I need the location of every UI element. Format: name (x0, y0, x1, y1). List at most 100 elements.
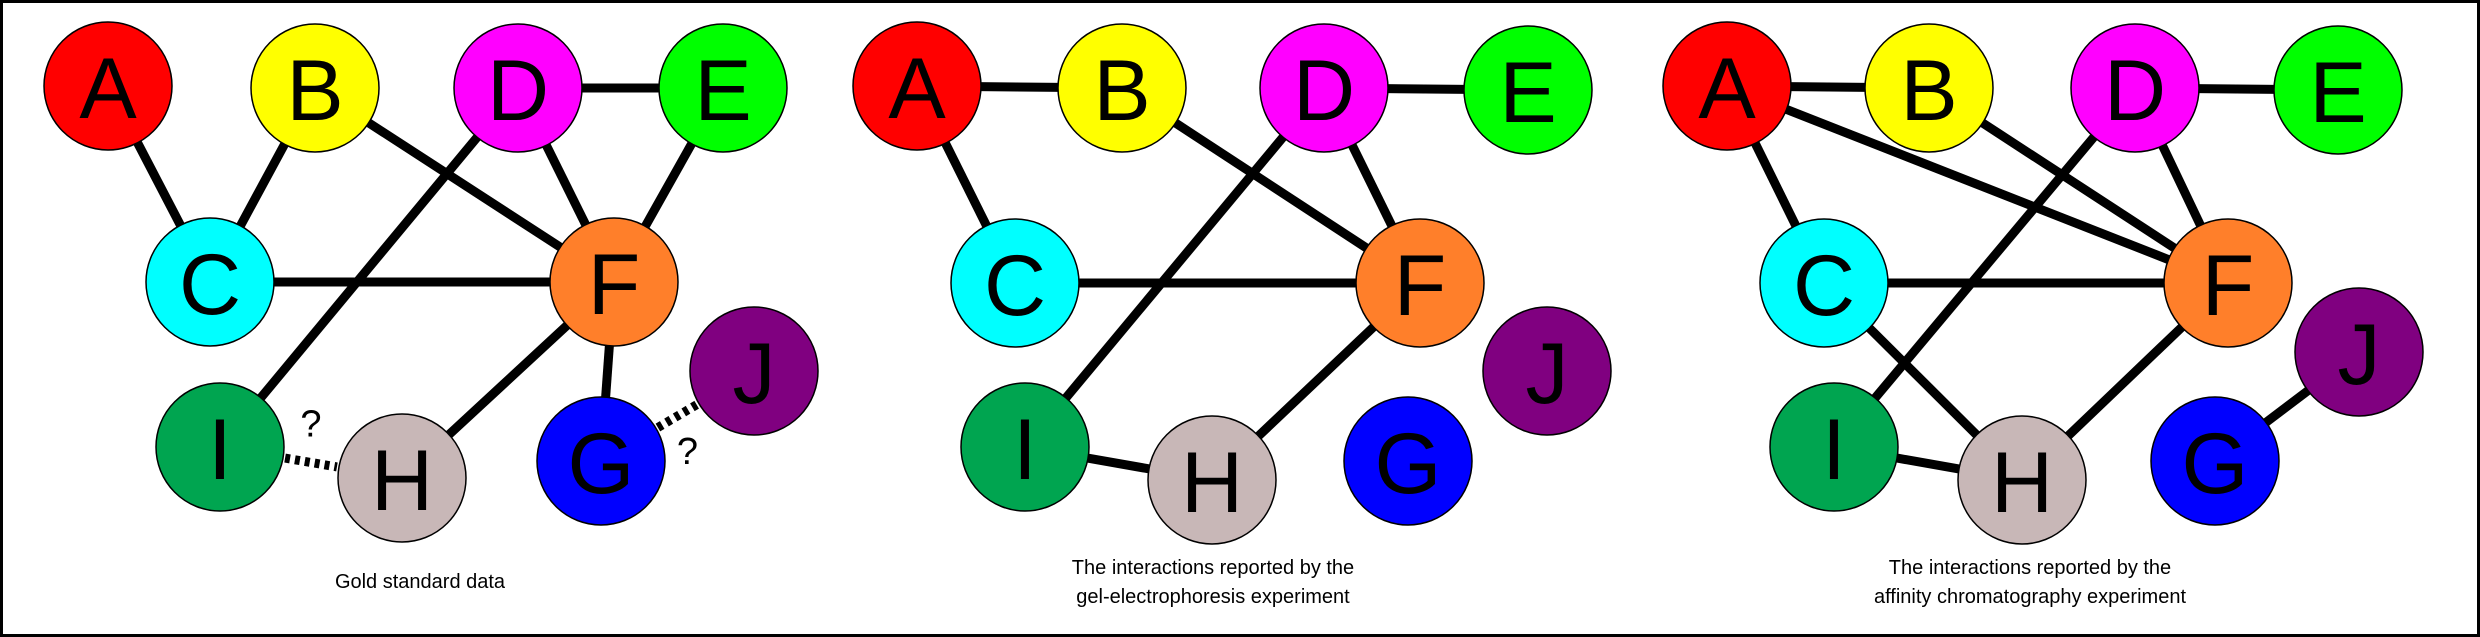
node-label: J (1526, 326, 1569, 422)
edge-C-B (235, 140, 290, 230)
node-label: F (2202, 238, 2255, 334)
node-D: D (2070, 23, 2200, 153)
node-H: H (1957, 415, 2087, 545)
node-circle (2273, 25, 2403, 155)
edge-A-F (1783, 104, 2172, 265)
edge-C-H (1864, 323, 1982, 440)
node-circle (1662, 21, 1792, 151)
node-E: E (1463, 25, 1593, 155)
edge-D-I (1061, 132, 1288, 403)
node-circle (145, 217, 275, 347)
edge-A-C (940, 139, 992, 230)
node-circle (1259, 23, 1389, 153)
node-G: G (1343, 396, 1473, 526)
node-label: H (371, 433, 433, 529)
panel-caption: affinity chromatography experiment (1874, 586, 2186, 608)
node-label: A (79, 41, 137, 137)
edge-D-F (2157, 142, 2206, 229)
node-circle (337, 413, 467, 543)
node-circle (43, 21, 173, 151)
node-circle (1759, 218, 1889, 348)
edge-F-H (444, 320, 572, 440)
node-label: D (2104, 43, 2166, 139)
node-A: A (852, 21, 982, 151)
node-I: I (960, 382, 1090, 512)
node-label: C (179, 237, 241, 333)
panel-caption: gel-electrophoresis experiment (1076, 586, 1350, 608)
node-C: C (1759, 218, 1889, 348)
edge-D-I (256, 132, 482, 403)
node-C: C (950, 218, 1080, 348)
node-label: A (1698, 41, 1756, 137)
node-C: C (145, 217, 275, 347)
node-label: C (984, 238, 1046, 334)
node-B: B (250, 23, 380, 153)
edge-G-J (2261, 385, 2313, 428)
node-label: J (733, 326, 776, 422)
node-label: G (1375, 416, 1442, 512)
node-B: B (1057, 23, 1187, 153)
node-label: E (1499, 45, 1556, 141)
node-label: I (208, 402, 232, 498)
node-I: I (1769, 382, 1899, 512)
edge-B-F (1171, 118, 1371, 253)
node-F: F (2163, 218, 2293, 348)
node-circle (852, 21, 982, 151)
node-circle (2294, 287, 2424, 417)
node-circle (1482, 306, 1612, 436)
node-circle (549, 217, 679, 347)
edge-D-E (1385, 84, 1467, 94)
uncertain-edge-I-H (284, 453, 338, 472)
edge-B-F (1978, 118, 2179, 253)
node-circle (2150, 396, 2280, 526)
node-label: B (1093, 43, 1150, 139)
node-circle (155, 382, 285, 512)
edge-B-F (364, 117, 565, 253)
node-label: I (1822, 402, 1846, 498)
edge-I-H (1894, 453, 1962, 474)
node-circle (1057, 23, 1187, 153)
uncertain-edge-label: ? (677, 431, 698, 473)
node-circle (689, 306, 819, 436)
panel-caption: The interactions reported by the (1889, 557, 2171, 579)
edge-F-G (601, 343, 614, 400)
node-D: D (453, 23, 583, 153)
node-circle (658, 23, 788, 153)
node-circle (536, 396, 666, 526)
node-circle (1147, 415, 1277, 545)
node-circle (250, 23, 380, 153)
node-label: B (1900, 43, 1957, 139)
edge-A-C (1750, 139, 1801, 230)
node-label: E (2309, 45, 2366, 141)
node-circle (453, 23, 583, 153)
node-A: A (43, 21, 173, 151)
node-label: I (1013, 402, 1037, 498)
node-J: J (2294, 287, 2424, 417)
edge-A-B (1788, 82, 1868, 92)
node-D: D (1259, 23, 1389, 153)
panel-caption: The interactions reported by the (1072, 557, 1354, 579)
node-H: H (1147, 415, 1277, 545)
node-label: F (1394, 238, 1447, 334)
node-label: B (286, 43, 343, 139)
node-G: G (2150, 396, 2280, 526)
node-circle (1343, 396, 1473, 526)
node-label: D (1293, 43, 1355, 139)
node-circle (950, 218, 1080, 348)
node-A: A (1662, 21, 1792, 151)
node-circle (1355, 218, 1485, 348)
node-B: B (1864, 23, 1994, 153)
edge-H-F (1253, 322, 1379, 441)
node-circle (1769, 382, 1899, 512)
node-H: H (337, 413, 467, 543)
edge-A-C (132, 138, 186, 230)
node-circle (960, 382, 1090, 512)
edge-D-E (2196, 84, 2277, 94)
uncertain-edge-label: ? (300, 404, 321, 446)
node-label: H (1181, 435, 1243, 531)
node-E: E (2273, 25, 2403, 155)
node-label: D (487, 43, 549, 139)
